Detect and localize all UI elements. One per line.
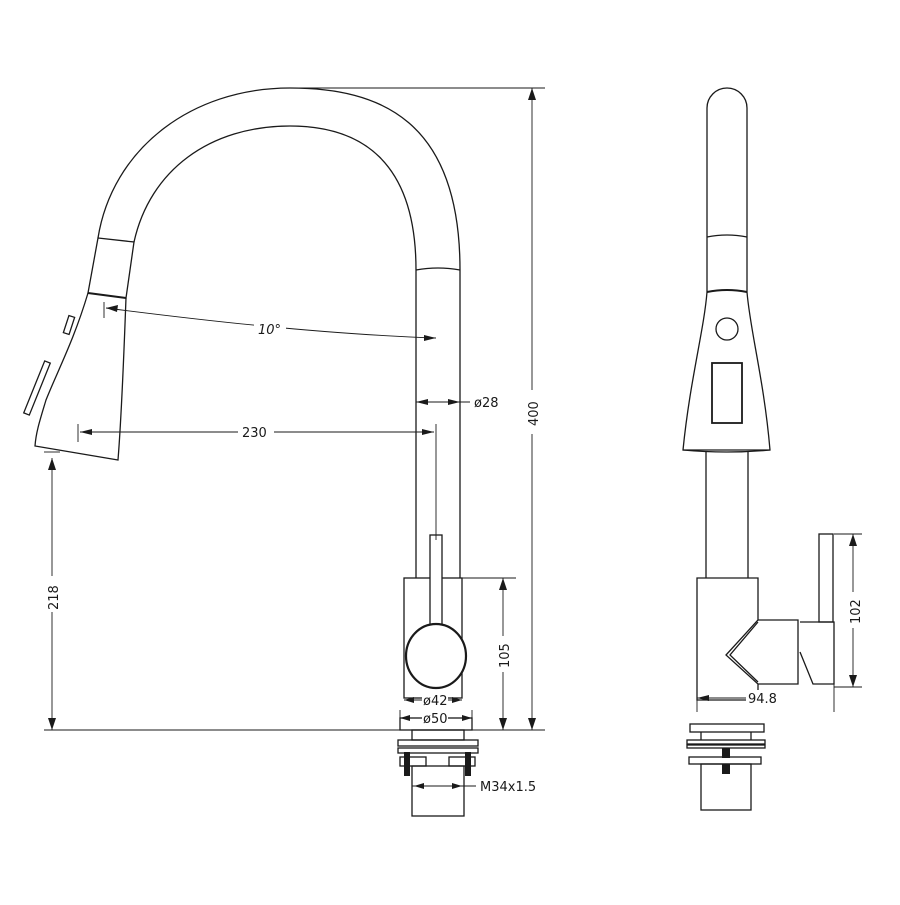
side-base-plate bbox=[689, 723, 765, 733]
dim-spray-angle: 10° bbox=[258, 323, 281, 338]
gasket-2 bbox=[397, 747, 479, 754]
side-button-round bbox=[715, 317, 739, 341]
spray-button-top bbox=[62, 314, 76, 336]
dim-body-height: 105 bbox=[498, 643, 513, 668]
side-handle-lever bbox=[818, 533, 834, 623]
threaded-shank bbox=[411, 765, 465, 817]
spout-inner-curve bbox=[133, 125, 417, 578]
side-body bbox=[696, 577, 759, 701]
dim-reach: 230 bbox=[242, 426, 267, 441]
washer-right bbox=[448, 756, 476, 767]
side-handle-hub bbox=[799, 621, 835, 685]
spray-head-body bbox=[34, 292, 127, 461]
side-view: 102 94.8 bbox=[682, 87, 864, 811]
dim-base-diameter: ø50 bbox=[423, 712, 448, 727]
gasket-1 bbox=[397, 739, 479, 747]
front-view: 400 10° ø28 230 218 bbox=[22, 87, 545, 817]
side-spray-head bbox=[682, 291, 771, 451]
handle-disc bbox=[404, 622, 468, 690]
washer-left bbox=[399, 756, 427, 767]
spray-head-collar bbox=[87, 237, 135, 299]
dim-body-diameter: ø42 bbox=[423, 694, 448, 709]
dim-spray-height: 218 bbox=[47, 585, 62, 610]
dim-height-total: 400 bbox=[527, 401, 542, 426]
spray-button-bottom bbox=[22, 360, 52, 416]
dim-handle-height: 102 bbox=[849, 599, 864, 624]
side-button-rect bbox=[711, 362, 743, 424]
side-shank bbox=[700, 763, 752, 811]
dim-thread: M34x1.5 bbox=[480, 780, 536, 795]
spout-joint bbox=[415, 267, 461, 271]
dim-spout-diameter: ø28 bbox=[474, 396, 499, 411]
dim-body-depth: 94.8 bbox=[748, 692, 777, 707]
handle-lever bbox=[429, 534, 443, 626]
side-spout-top bbox=[706, 87, 748, 237]
